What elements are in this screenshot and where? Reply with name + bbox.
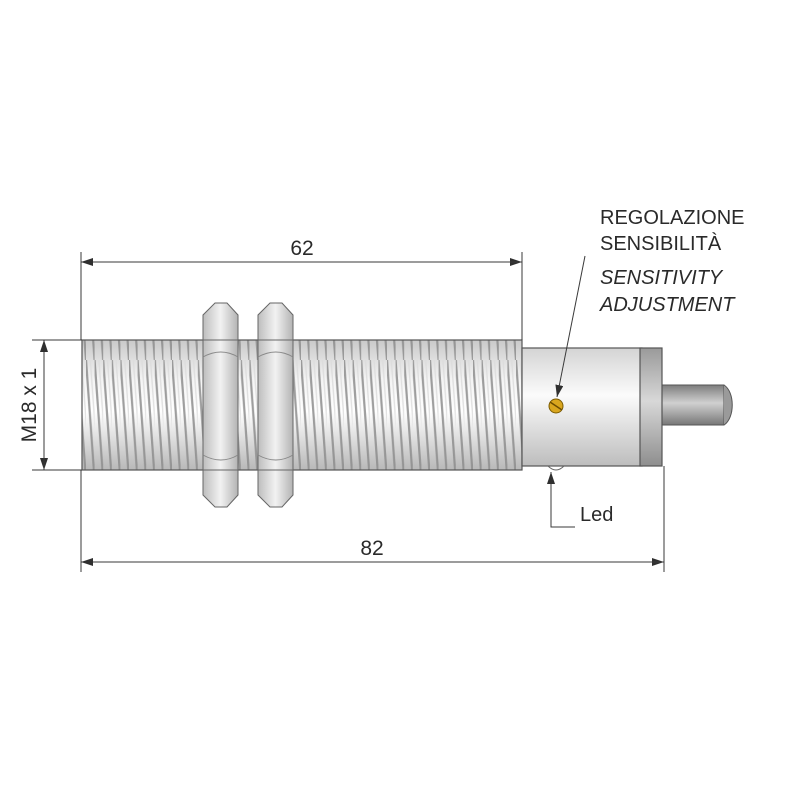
total-length-label: 82 [360,537,383,560]
callout-adjustment-en-2: ADJUSTMENT [599,294,736,316]
dimension-thread-size: M18 x 1 [18,340,48,470]
led-callout: Led [547,472,613,528]
thread-length-label: 62 [290,237,313,260]
sensitivity-screw-icon [548,398,564,414]
threaded-barrel [81,339,523,471]
dimension-total-length: 82 [81,537,664,566]
cable [661,384,733,426]
thread-size-label: M18 x 1 [18,368,41,443]
dimension-thread-length: 62 [81,237,522,266]
hex-nut-left [202,302,239,508]
sensitivity-callout: REGOLAZIONE SENSIBILITÀ SENSITIVITY ADJU… [555,207,744,398]
sensor-head [521,347,663,471]
callout-adjustment-en: SENSITIVITY [600,267,724,289]
callout-adjustment-it: REGOLAZIONE [600,207,744,229]
callout-led: Led [580,504,613,526]
callout-adjustment-it-2: SENSIBILITÀ [600,232,722,255]
hex-nut-right [257,302,294,508]
